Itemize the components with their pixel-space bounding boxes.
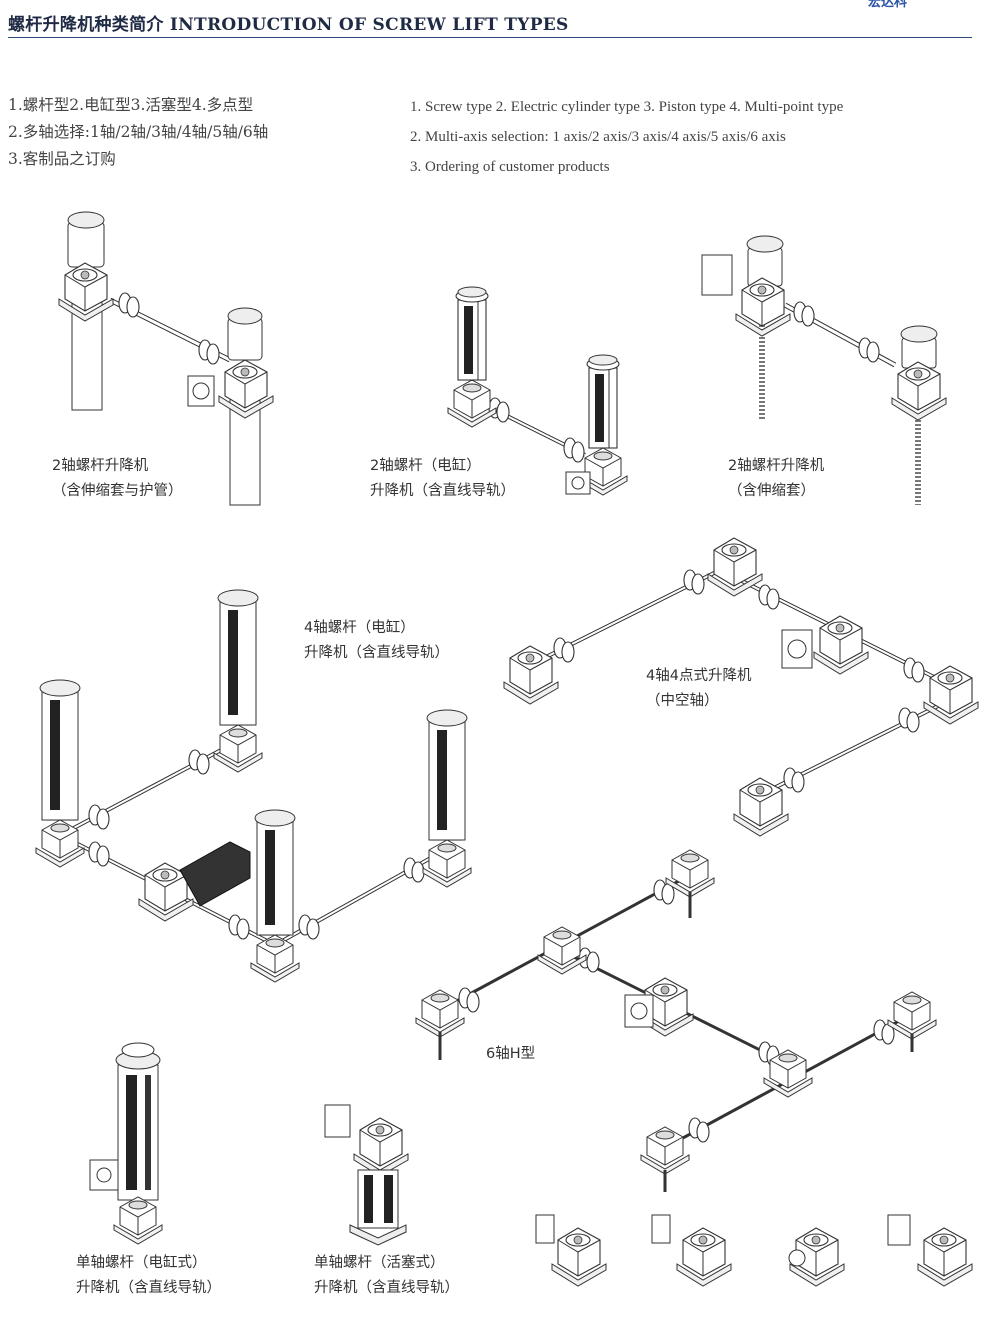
- caption-4axis-cylinder: 4轴螺杆（电缸） 升降机（含直线导轨）: [304, 616, 449, 666]
- illustration-gear-units: [535, 1214, 973, 1287]
- intro-en-line-2: 2. Multi-axis selection: 1 axis/2 axis/3…: [410, 129, 786, 145]
- caption-line: 2轴螺杆升降机: [52, 458, 149, 474]
- caption-line: 2轴螺杆（电缸）: [370, 458, 481, 474]
- illustration-4axis-cylinder: [35, 589, 472, 983]
- intro-chinese: 1.螺杆型2.电缸型3.活塞型4.多点型 2.多轴选择:1轴/2轴/3轴/4轴/…: [8, 92, 268, 173]
- caption-line: 升降机（含直线导轨）: [314, 1280, 459, 1296]
- caption-line: 单轴螺杆（电缸式）: [76, 1255, 207, 1271]
- caption-line: 单轴螺杆（活塞式）: [314, 1255, 445, 1271]
- illustration-2axis-screw-bellows: [58, 211, 274, 506]
- illustration-2axis-cylinder: [447, 286, 628, 496]
- intro-cn-line-3: 3.客制品之订购: [8, 150, 116, 168]
- caption-4axis-4point: 4轴4点式升降机 （中空轴）: [646, 664, 751, 714]
- intro-english: 1. Screw type 2. Electric cylinder type …: [410, 92, 843, 182]
- illustration-single-axis-cylinder: [89, 1042, 163, 1245]
- illustration-single-axis-piston: [324, 1104, 409, 1246]
- page-title: 螺杆升降机种类简介 INTRODUCTION OF SCREW LIFT TYP…: [8, 15, 569, 35]
- intro-en-line-1: 1. Screw type 2. Electric cylinder type …: [410, 99, 844, 115]
- caption-line: 升降机（含直线导轨）: [76, 1280, 221, 1296]
- caption-line: （含伸缩套与护管）: [52, 483, 183, 499]
- intro-en-line-3: 3. Ordering of customer products: [410, 159, 610, 175]
- caption-line: （含伸缩套）: [728, 483, 815, 499]
- illustration-4axis-4point: [503, 537, 979, 837]
- caption-line: 升降机（含直线导轨）: [370, 483, 515, 499]
- caption-2axis-screw-sleeve: 2轴螺杆升降机 （含伸缩套）: [728, 454, 824, 504]
- illustration-2axis-screw-sleeve: [701, 235, 947, 505]
- caption-6axis-h: 6轴H型: [486, 1042, 535, 1067]
- caption-line: 升降机（含直线导轨）: [304, 645, 449, 661]
- caption-line: 4轴4点式升降机: [646, 668, 752, 684]
- illustration-6axis-h: [415, 849, 937, 1192]
- brand-corner-mark: 宏达科: [868, 0, 908, 10]
- caption-line: （中空轴）: [646, 693, 719, 709]
- intro-cn-line-2: 2.多轴选择:1轴/2轴/3轴/4轴/5轴/6轴: [8, 123, 269, 141]
- caption-2axis-cylinder: 2轴螺杆（电缸） 升降机（含直线导轨）: [370, 454, 515, 504]
- caption-line: 6轴H型: [486, 1046, 536, 1062]
- caption-line: 4轴螺杆（电缸）: [304, 620, 415, 636]
- caption-line: 2轴螺杆升降机: [728, 458, 825, 474]
- caption-single-axis-piston: 单轴螺杆（活塞式） 升降机（含直线导轨）: [314, 1251, 459, 1301]
- caption-2axis-screw-bellows: 2轴螺杆升降机 （含伸缩套与护管）: [52, 454, 183, 504]
- intro-cn-line-1: 1.螺杆型2.电缸型3.活塞型4.多点型: [8, 96, 254, 114]
- header-divider: [8, 37, 972, 38]
- caption-single-axis-cylinder: 单轴螺杆（电缸式） 升降机（含直线导轨）: [76, 1251, 221, 1301]
